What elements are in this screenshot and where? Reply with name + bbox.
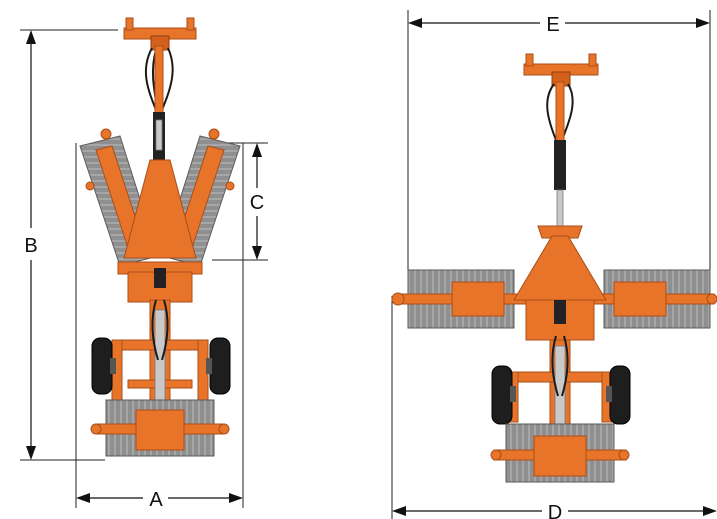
right-wing-unfolded — [571, 269, 717, 329]
dimension-d: D — [391, 296, 717, 519]
dimension-c: C — [212, 142, 268, 261]
left-wing-unfolded — [391, 269, 547, 329]
label-b: B — [24, 235, 37, 257]
working-view: E D — [391, 10, 717, 519]
label-e: E — [546, 14, 559, 36]
hitch-working — [523, 53, 599, 231]
transport-view: B A C — [20, 17, 268, 511]
dimension-e: E — [407, 10, 711, 270]
label-a: A — [149, 489, 163, 511]
working-wheels — [491, 365, 631, 425]
dimension-a: A — [75, 143, 244, 511]
dimension-b: B — [20, 29, 118, 461]
label-c: C — [250, 192, 264, 214]
label-d: D — [548, 502, 562, 519]
rear-roller-working — [490, 423, 630, 483]
hitch — [123, 17, 197, 162]
rear-roller — [90, 399, 230, 457]
transport-wheels — [91, 337, 231, 395]
